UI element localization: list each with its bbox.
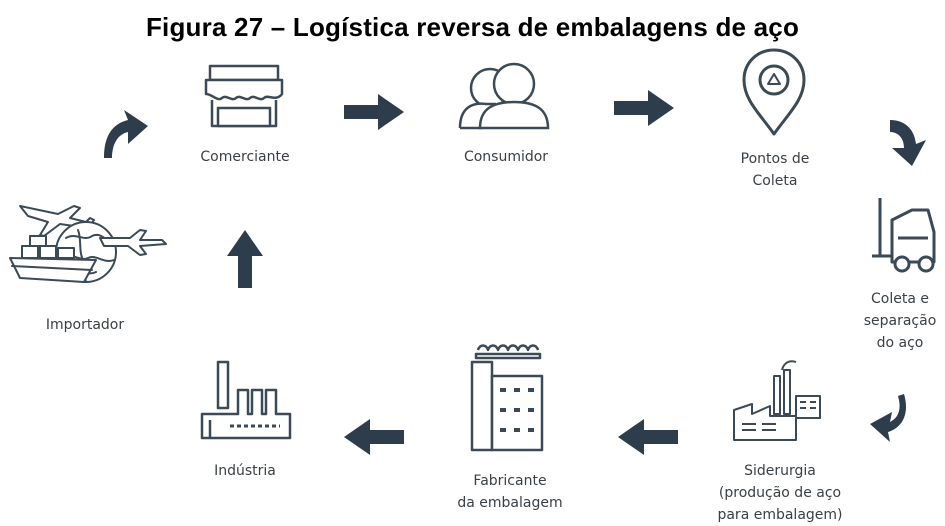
forklift-icon bbox=[872, 198, 936, 273]
arrow-importador-to-comerciante bbox=[104, 110, 148, 158]
node-label-comerciante: Comerciante bbox=[200, 149, 290, 165]
factory-building-icon bbox=[470, 344, 544, 452]
storefront-icon bbox=[204, 64, 284, 128]
node-label-industria: Indústria bbox=[214, 463, 276, 479]
node-label-coleta-separacao: Coleta e separação do aço bbox=[863, 291, 937, 351]
arrow-pontos-to-coleta bbox=[890, 120, 926, 166]
figure-title: Figura 27 – Logística reversa de embalag… bbox=[145, 12, 800, 42]
recycle-pin-icon bbox=[742, 48, 806, 136]
people-icon bbox=[458, 62, 550, 130]
arrow-fabricante-to-industria bbox=[344, 419, 404, 455]
arrow-siderurgia-to-fabricante bbox=[618, 419, 678, 455]
node-label-importador: Importador bbox=[45, 317, 125, 333]
node-label-pontos-coleta: Pontos de Coleta bbox=[740, 151, 810, 189]
industry-icon bbox=[200, 360, 292, 440]
steel-mill-icon bbox=[733, 360, 821, 441]
node-label-siderurgia: Siderurgia (produção de aço para embalag… bbox=[717, 463, 843, 523]
arrow-industria-to-comerciante bbox=[227, 230, 263, 288]
node-label-fabricante: Fabricante da embalagem bbox=[457, 473, 563, 511]
arrow-comerciante-to-consumidor bbox=[344, 94, 404, 130]
arrow-coleta-to-siderurgia bbox=[870, 394, 907, 442]
arrow-consumidor-to-pontos bbox=[614, 90, 674, 126]
node-label-consumidor: Consumidor bbox=[463, 149, 549, 165]
ship-plane-globe-icon bbox=[9, 205, 167, 283]
